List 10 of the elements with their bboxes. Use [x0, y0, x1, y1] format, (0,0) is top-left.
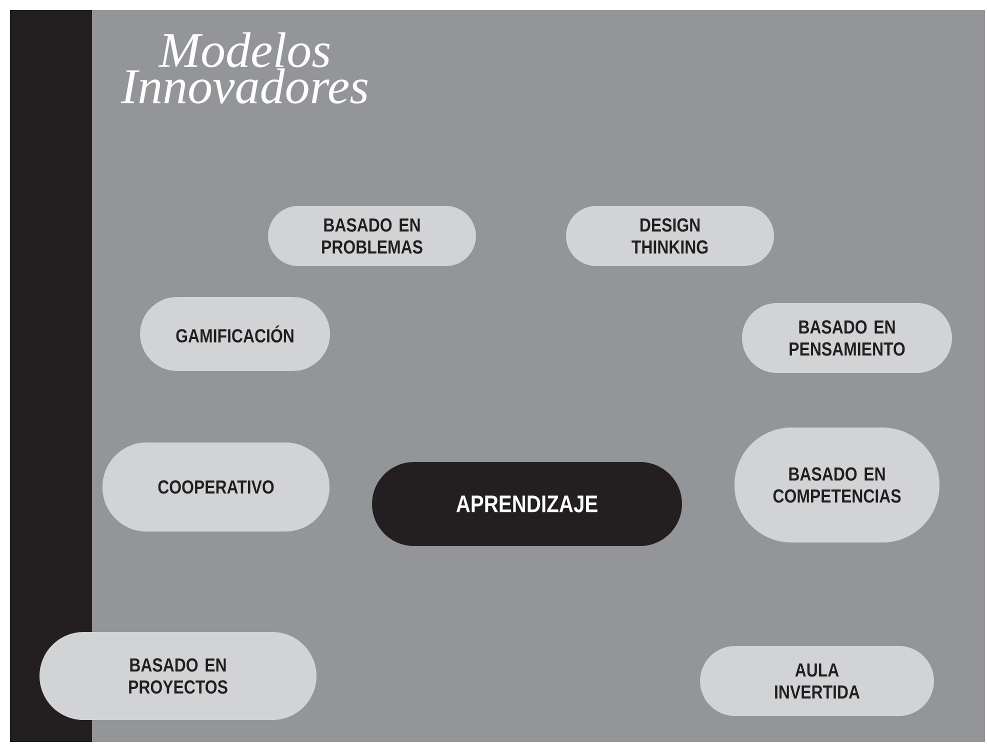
- pill-box: BASADO EN COMPETENCIAS: [734, 428, 940, 542]
- pill-box: BASADO EN PROYECTOS: [40, 632, 316, 720]
- pill-box: GAMIFICACIÓN: [140, 297, 330, 371]
- pill-box: APRENDIZAJE: [372, 462, 682, 546]
- pill-box: BASADO EN PENSAMIENTO: [742, 303, 952, 373]
- pill-box: COOPERATIVO: [102, 442, 330, 532]
- pill-box: AULA INVERTIDA: [700, 646, 934, 716]
- pill-box: BASADO EN PROBLEMAS: [268, 206, 476, 266]
- title: Modelos Innovadores: [120, 32, 368, 104]
- pill-box: DESIGN THINKING: [566, 206, 774, 266]
